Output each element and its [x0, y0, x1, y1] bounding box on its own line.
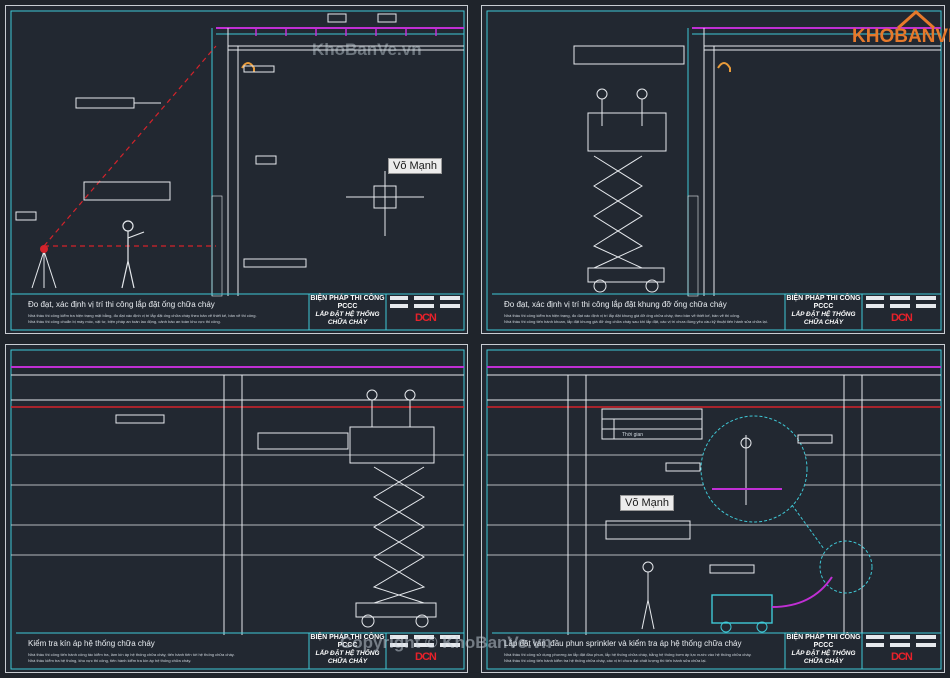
title-block-subtitle: LẮP ĐẶT HỆ THỐNG	[315, 650, 380, 657]
title-block-subtitle: CHỮA CHÁY	[327, 319, 368, 326]
title-block-subtitle: CHỮA CHÁY	[327, 658, 368, 665]
watermark-text: KhoBanVe.vn	[312, 40, 422, 59]
title-block-title: BIỆN PHÁP THI CÔNG	[310, 295, 385, 302]
copyright-watermark: Copyright © KhoBanVe.vn	[340, 633, 552, 652]
title-block-subtitle: LẮP ĐẶT HỆ THỐNG	[791, 311, 856, 318]
panel-pressure-test: Kiểm tra kín áp hệ thống chữa cháy Nhà t…	[5, 344, 468, 673]
step-note: Nhà thầu thi công sử dụng phương án lắp …	[504, 652, 752, 657]
title-block-subtitle: LẮP ĐẶT HỆ THỐNG	[315, 311, 380, 318]
step-note: Nhà thầu thi công kiểm tra hiện trạng, đ…	[504, 313, 741, 318]
step-caption: Đo đạt, xác định vị trí thi công lắp đặt…	[28, 300, 215, 309]
step-note: Nhà thầu kiểm tra hệ thống, khu vực thi …	[28, 658, 192, 663]
drawing-sprinkler	[486, 349, 942, 670]
title-block-title: BIỆN PHÁP THI CÔNG	[310, 634, 385, 641]
dcn-logo: DCN	[891, 651, 913, 663]
panel-sprinkler-install: Thời gian Võ Mạnh Lắp đặt van, đầu phun …	[481, 344, 945, 673]
title-block-title: BIỆN PHÁP THI CÔNG	[786, 295, 861, 302]
step-note: Nhà thầu thi công kiểm tra hiện trạng mặ…	[28, 313, 257, 318]
dcn-logo: DCN	[891, 312, 913, 324]
step-caption: Lắp đặt van, đầu phun sprinkler và kiểm …	[504, 639, 742, 648]
title-block-subtitle: CHỮA CHÁY	[803, 319, 844, 326]
house-roof-icon	[897, 9, 935, 30]
table-cell: Thời gian	[622, 432, 644, 438]
drawing-bracket	[486, 10, 942, 331]
title-block-subtitle: CHỮA CHÁY	[803, 658, 844, 665]
step-caption: Kiểm tra kín áp hệ thống chữa cháy	[28, 639, 155, 648]
drawing-survey	[10, 10, 465, 331]
panel-site-survey: Võ Mạnh Đo đạt, xác định vị trí thi công…	[5, 5, 468, 334]
designer-label: Võ Mạnh	[620, 495, 675, 511]
title-block-pccc: PCCC	[337, 303, 358, 310]
dcn-logo: DCN	[415, 312, 437, 324]
panel-bracket-install: Đo đạt, xác định vị trí thi công lắp đặt…	[481, 5, 945, 334]
dcn-logo: DCN	[415, 651, 437, 663]
drawing-pressure-test	[10, 349, 465, 670]
title-block-pccc: PCCC	[813, 642, 834, 649]
step-note: Nhà thầu thi công tiến hành công tác kiể…	[28, 652, 235, 657]
step-caption: Đo đạt, xác định vị trí thi công lắp đặt…	[504, 300, 727, 309]
title-block-pccc: PCCC	[337, 642, 358, 649]
title-block-subtitle: LẮP ĐẶT HỆ THỐNG	[791, 650, 856, 657]
title-block-pccc: PCCC	[813, 303, 834, 310]
step-note: Nhà thầu thi công tiến hành khoan, lắp đ…	[504, 319, 768, 324]
brand-logo: KHOBANVE	[852, 26, 950, 47]
step-note: Nhà thầu thi công tiến hành kiểm tra hệ …	[504, 658, 707, 663]
title-block-title: BIỆN PHÁP THI CÔNG	[786, 634, 861, 641]
designer-label: Võ Mạnh	[388, 158, 443, 174]
step-note: Nhà thầu thi công chuẩn bị máy móc, vật …	[28, 319, 221, 324]
